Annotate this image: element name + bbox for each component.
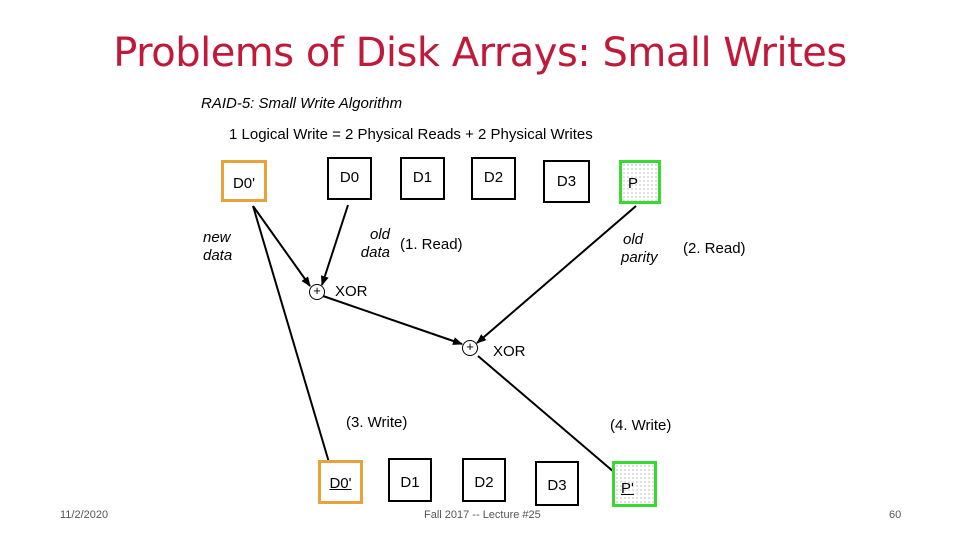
disk-d3-bottom: D3	[535, 461, 579, 506]
footer-page-number: 60	[889, 509, 902, 521]
old-parity-label: old parity	[621, 231, 669, 267]
disk-d2-label: D2	[483, 169, 504, 186]
read2-label: (2. Read)	[683, 240, 746, 257]
disk-new-d0-written-label: D0'	[329, 475, 352, 492]
disk-d2: D2	[471, 157, 516, 200]
new-data-label: new data	[203, 229, 232, 265]
arrow-old-data-to-xor1	[320, 204, 349, 286]
disk-d1-label: D1	[412, 169, 433, 186]
disk-d1-bottom: D1	[388, 458, 432, 502]
arrow-new-data-to-d0-write	[252, 205, 338, 487]
xor1-label: XOR	[335, 283, 368, 300]
disk-d0: D0	[327, 157, 372, 200]
read1-label: (1. Read)	[400, 236, 463, 253]
old-data-label: old data	[352, 226, 390, 262]
disk-d3-label: D3	[556, 173, 577, 190]
write-cost-equation: 1 Logical Write = 2 Physical Reads + 2 P…	[229, 126, 593, 143]
disk-d0-label: D0	[339, 169, 360, 186]
disk-d2-bottom: D2	[462, 458, 506, 502]
disk-d3: D3	[543, 160, 590, 203]
disk-new-d0: D0'	[221, 160, 267, 202]
old-parity-line2: parity	[621, 249, 658, 266]
new-data-line1: new	[203, 229, 231, 246]
disk-parity-written-label: P'	[621, 480, 634, 497]
xor2-label: XOR	[493, 343, 526, 360]
old-data-line2: data	[360, 244, 390, 261]
arrow-old-parity-to-xor2	[476, 205, 637, 344]
disk-d1: D1	[400, 157, 445, 200]
disk-parity: P	[619, 160, 661, 204]
disk-new-d0-written: D0'	[318, 460, 363, 504]
arrow-new-data-to-xor1	[252, 205, 311, 287]
footer-date: 11/2/2020	[60, 509, 109, 521]
old-data-line1: old	[369, 226, 390, 243]
write4-label: (4. Write)	[610, 417, 672, 434]
disk-parity-label: P	[628, 175, 639, 192]
disk-new-d0-label: D0'	[232, 175, 256, 192]
old-parity-line1: old	[623, 231, 644, 248]
arrow-xor1-to-xor2	[322, 295, 463, 345]
slide-title: Problems of Disk Arrays: Small Writes	[113, 30, 847, 76]
disk-d2-bottom-label: D2	[474, 474, 494, 491]
xor2-icon: +	[462, 340, 478, 356]
xor1-icon: +	[309, 284, 325, 300]
footer-course: Fall 2017 -- Lecture #25	[424, 509, 541, 521]
slide-subtitle: RAID-5: Small Write Algorithm	[201, 95, 403, 112]
disk-d3-bottom-label: D3	[547, 477, 567, 494]
disk-d1-bottom-label: D1	[400, 474, 420, 491]
disk-parity-written: P'	[612, 461, 657, 507]
new-data-line2: data	[203, 247, 233, 264]
arrow-xor2-to-parity-write	[477, 355, 629, 485]
write3-label: (3. Write)	[346, 414, 408, 431]
